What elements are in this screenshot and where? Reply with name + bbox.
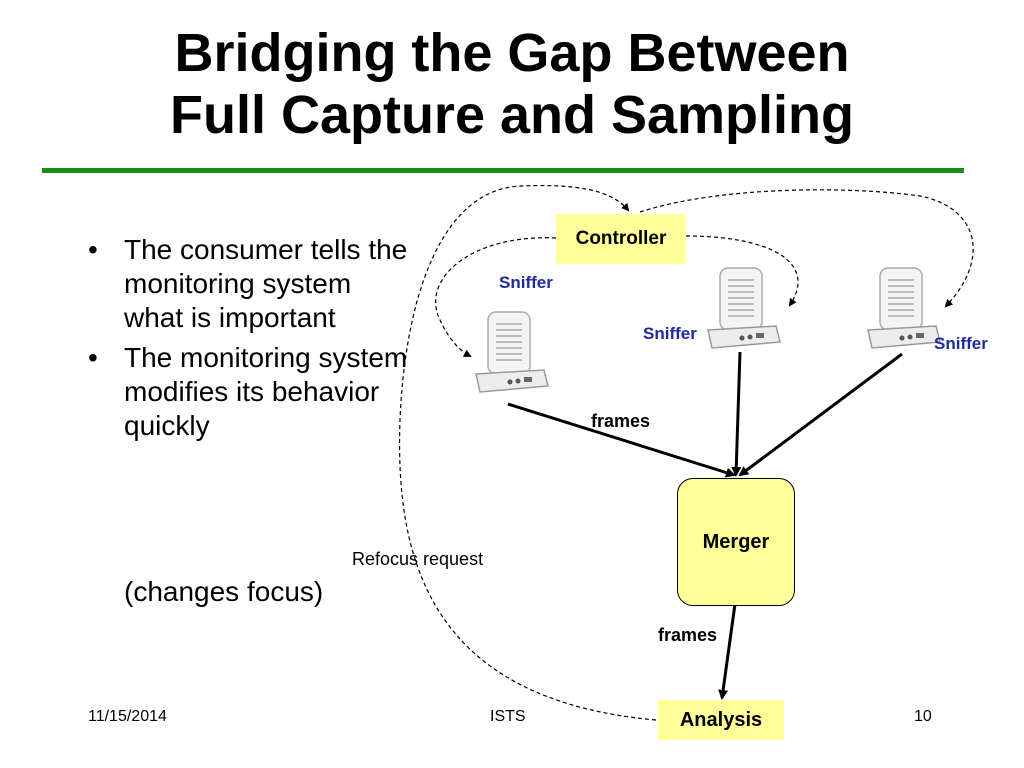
bullet-list: • The consumer tells the monitoring syste… [88,233,418,449]
sniffer-label-left: Sniffer [499,273,553,292]
bullet-text: The monitoring system modifies its behav… [124,342,408,441]
sniffer-label-middle: Sniffer [643,324,697,343]
title-line-2: Full Capture and Sampling [169,85,855,145]
slide-title: Bridging the Gap Between Full Capture an… [0,22,1024,146]
refocus-request-arrow [398,184,657,721]
sniffer-device-icon-middle [707,267,781,349]
bullet-dot: • [88,342,98,373]
frames-arrow-left [507,402,736,478]
controller-box: Controller [556,214,686,264]
sniffer-label-right: Sniffer [934,334,988,353]
refocus-request-label: Refocus request [352,549,484,569]
title-underline [42,168,964,173]
frames-label-top: frames [591,411,651,431]
sniffer-device-icon-left [475,311,549,393]
footer-center: ISTS [490,708,526,725]
frames-label-bottom: frames [658,625,718,645]
control-arrow-left-sniffer [435,237,557,357]
bullet-text: The consumer tells the monitoring system… [124,234,408,333]
bullet-subtext: (changes focus) [124,576,324,607]
footer-date: 11/15/2014 [88,708,167,725]
page-number: 10 [914,708,932,725]
bullet-dot: • [88,234,98,265]
sniffer-device-icon-right [867,267,941,349]
title-line-1: Bridging the Gap Between [174,23,850,83]
control-arrow-middle-sniffer [685,235,799,307]
bullet-item: • The monitoring system modifies its beha… [88,341,418,443]
frames-arrow-right [738,352,903,477]
analysis-box: Analysis [658,700,784,740]
control-arrow-right-sniffer [639,189,974,308]
frames-arrow-middle [731,351,742,477]
merger-box: Merger [677,478,795,606]
bullet-item: • The consumer tells the monitoring syste… [88,233,418,335]
frames-arrow-merger-to-analysis [718,603,737,700]
